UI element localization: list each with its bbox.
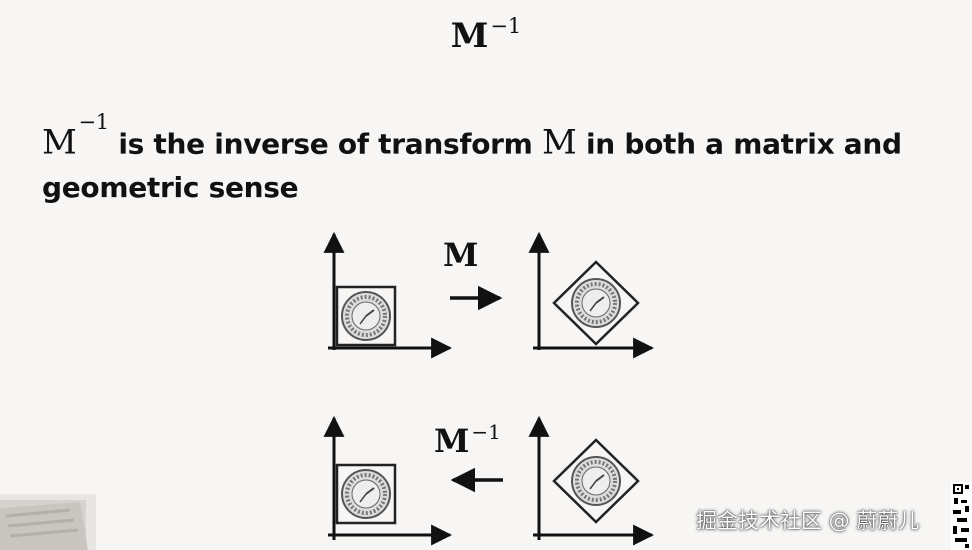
presenter-video-thumbnail: [0, 494, 96, 550]
clock-icon: [570, 277, 622, 329]
axes-bottom-right: [528, 415, 655, 546]
inverse-symbol: M: [42, 122, 77, 163]
qr-code-icon: [951, 482, 972, 550]
axes-top-right: [528, 231, 655, 359]
square-shape: [335, 463, 397, 525]
axes-top-left: [323, 231, 453, 359]
body-text-part2: in both a matrix and geometric sense: [42, 127, 902, 205]
body-text-part1: is the inverse of transform: [108, 127, 542, 161]
inverse-exponent: −1: [78, 110, 110, 134]
clock-icon: [340, 468, 392, 520]
rotated-square-shape: [552, 260, 640, 346]
square-shape: [335, 285, 397, 347]
transform-symbol: M: [541, 122, 577, 163]
rotated-square-shape: [552, 438, 640, 524]
forward-transform-label: M: [443, 236, 479, 274]
clock-icon: [570, 455, 622, 507]
inverse-transform-label: M−1: [434, 420, 501, 460]
slide-body-text: M−1 is the inverse of transform M in bot…: [42, 100, 922, 210]
watermark-text: 掘金技术社区 @ 蔚蔚儿: [696, 509, 920, 533]
title-symbol: M: [450, 16, 489, 56]
title-exponent: −1: [490, 14, 522, 38]
axes-bottom-left: [323, 415, 453, 546]
clock-icon: [340, 290, 392, 342]
slide-title: M−1: [0, 14, 972, 56]
